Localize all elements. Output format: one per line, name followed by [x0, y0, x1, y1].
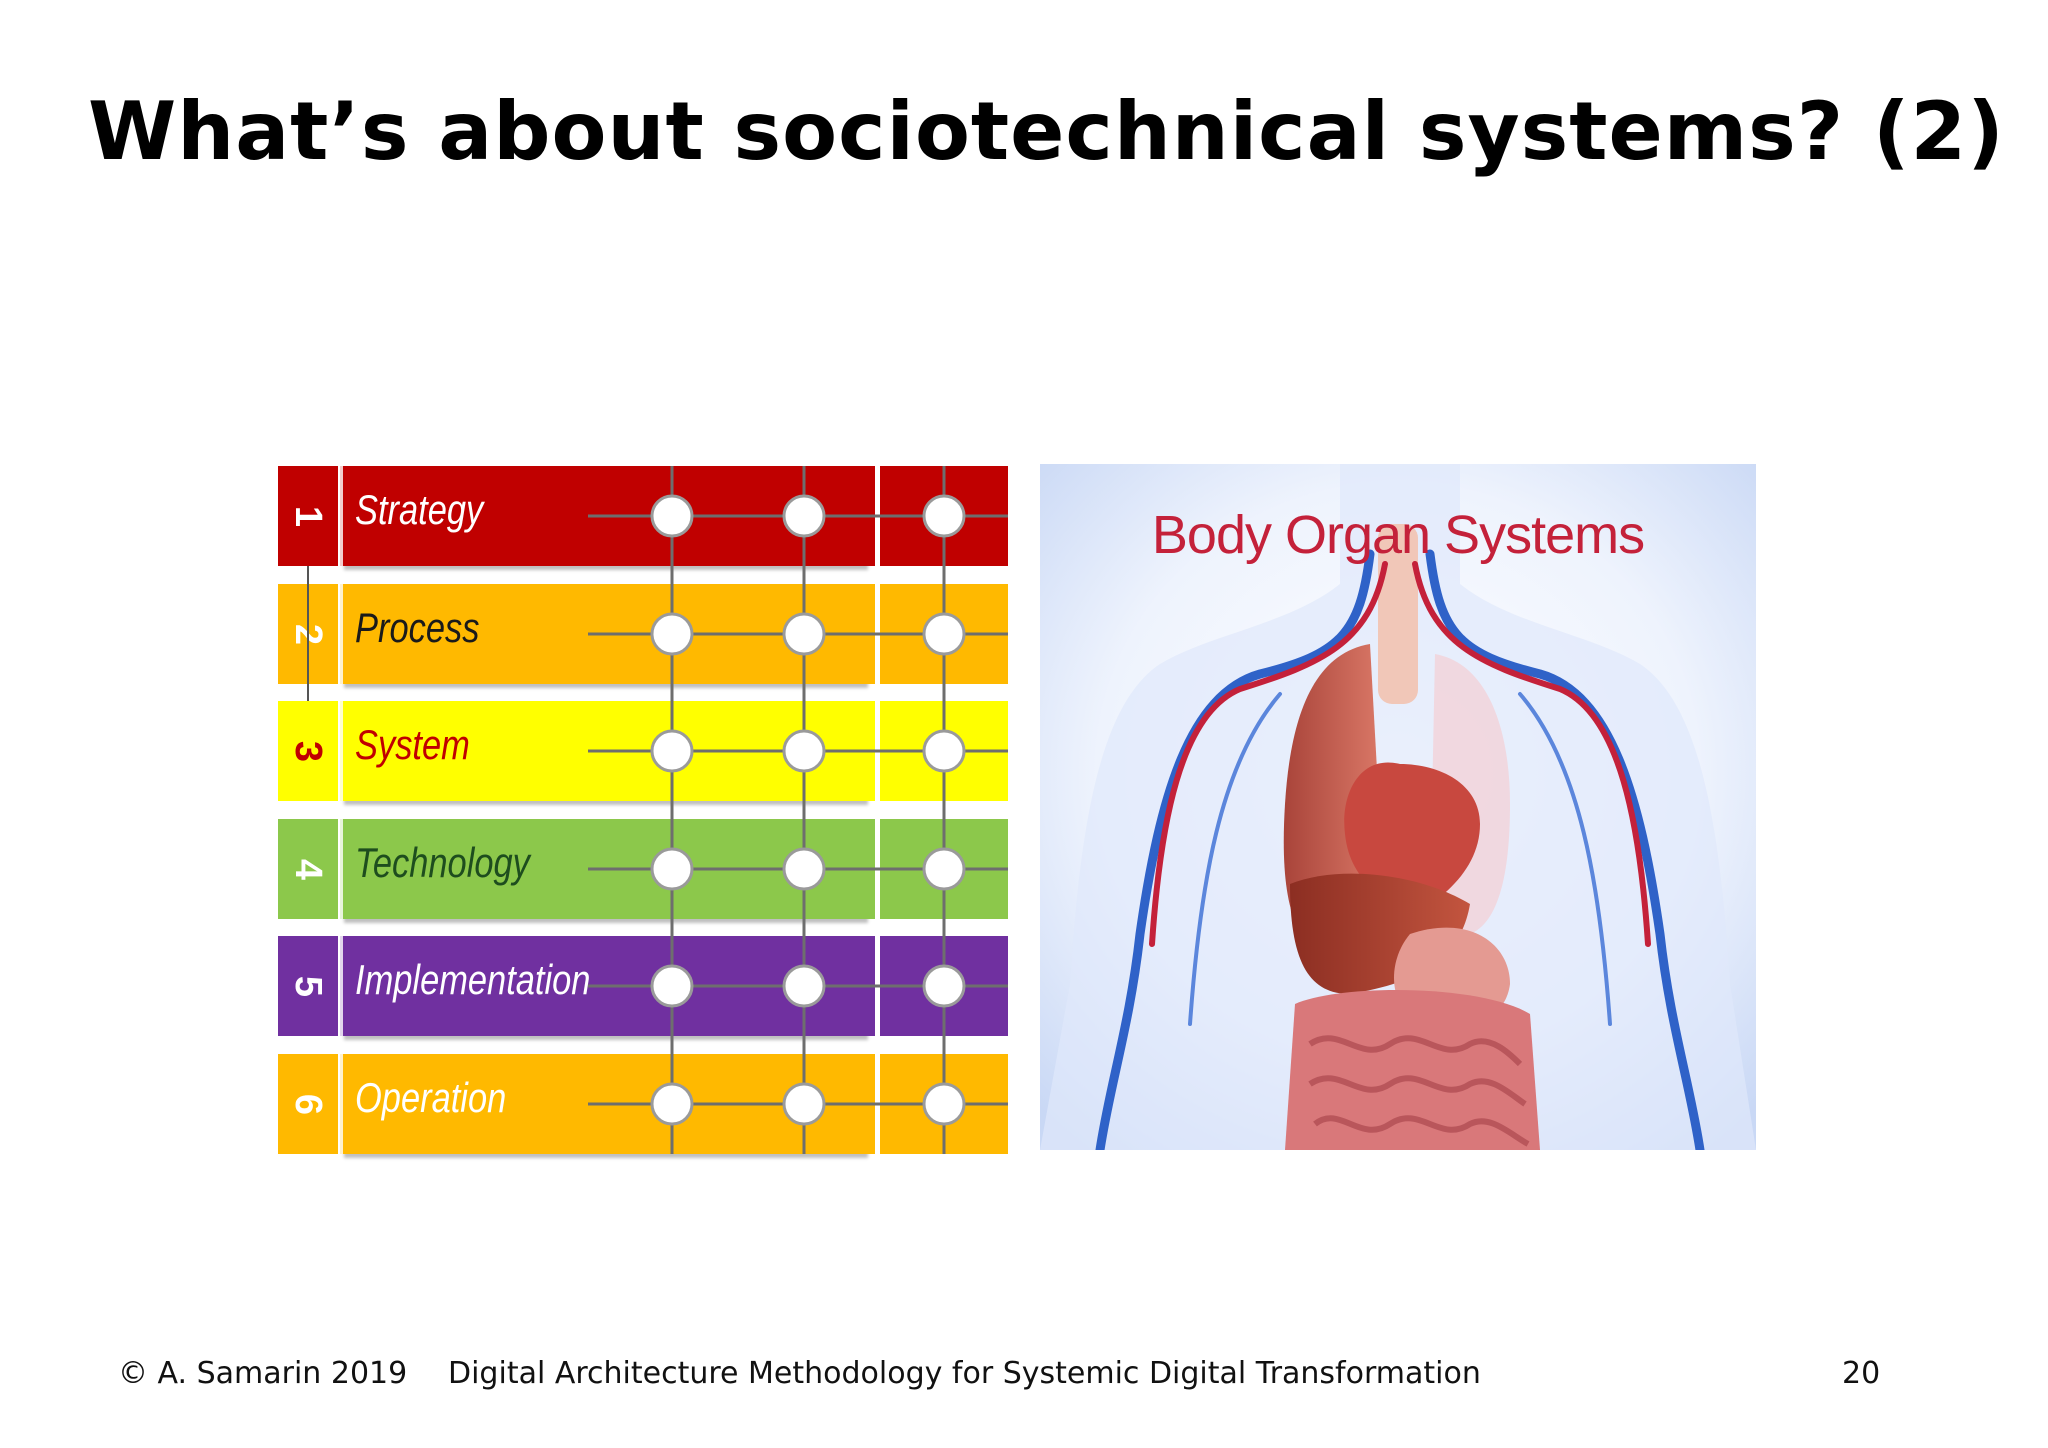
layer-label: Strategy: [355, 486, 484, 533]
layer-number: 3: [278, 701, 338, 801]
grid-node: [650, 612, 694, 656]
footer-copyright: © A. Samarin 2019: [118, 1356, 408, 1391]
grid-node: [650, 494, 694, 538]
anatomy-drawing: [1040, 464, 1756, 1155]
grid-node: [922, 1082, 966, 1126]
grid-node: [650, 1082, 694, 1126]
grid-node: [922, 612, 966, 656]
grid-node: [782, 494, 826, 538]
grid-node: [922, 729, 966, 773]
layer-number: 4: [278, 819, 338, 919]
layer-diagram: 1Strategy2Process3System4Technology5Impl…: [278, 466, 1008, 1154]
layer-label: Operation: [355, 1074, 507, 1121]
grid-node: [650, 847, 694, 891]
illustration-title: Body Organ Systems: [1151, 505, 1645, 565]
footer-subtitle: Digital Architecture Methodology for Sys…: [448, 1356, 1481, 1391]
grid-node: [782, 964, 826, 1008]
grid-node: [922, 964, 966, 1008]
layer-number: 5: [278, 936, 338, 1036]
grid-node: [782, 1082, 826, 1126]
grid-node: [650, 729, 694, 773]
grid-node: [650, 964, 694, 1008]
page-number: 20: [1842, 1356, 1881, 1391]
layer-label: Process: [355, 604, 480, 651]
grid-node: [922, 494, 966, 538]
grid-node: [782, 612, 826, 656]
layer-label: Implementation: [355, 956, 591, 1003]
body-organ-illustration: Body Organ Systems: [1040, 464, 1756, 1155]
layer-number: 6: [278, 1054, 338, 1154]
layer-number: 1: [278, 466, 338, 566]
slide-title: What’s about sociotechnical systems? (2): [88, 85, 2005, 178]
layer-label: Technology: [355, 839, 530, 886]
connection-grid: [307, 466, 1008, 1154]
layer-label: System: [355, 721, 470, 768]
grid-node: [782, 729, 826, 773]
grid-node: [782, 847, 826, 891]
grid-node: [922, 847, 966, 891]
